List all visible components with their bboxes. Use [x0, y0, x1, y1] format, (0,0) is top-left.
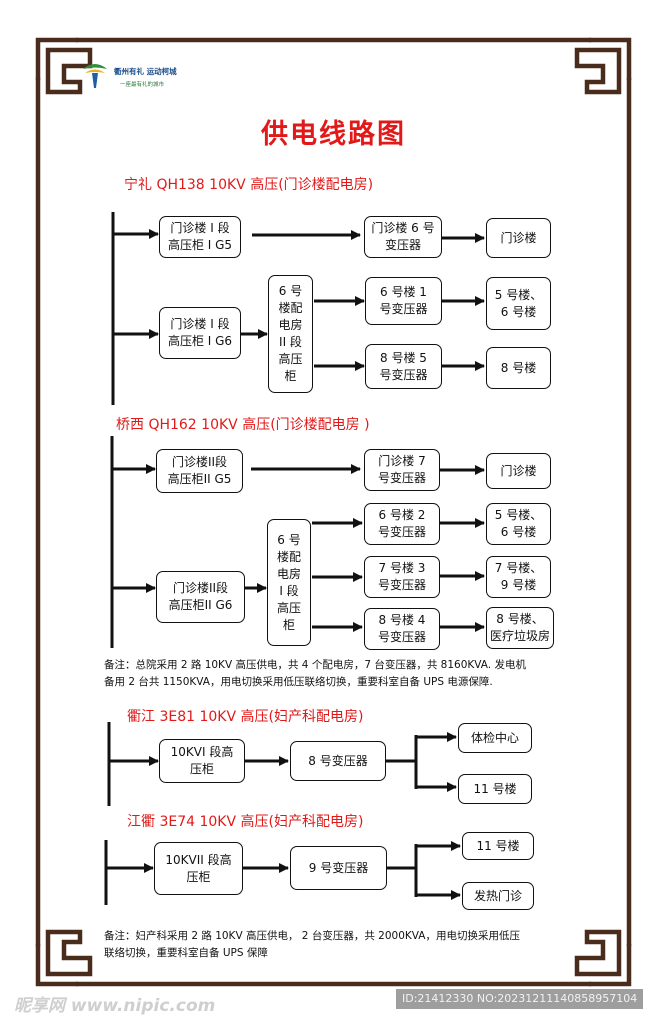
section4-heading: 江衢 3E74 10KV 高压(妇产科配电房) — [127, 814, 364, 830]
section1-room-6-ii: 6 号 楼配 电房 II 段 高压 柜 — [268, 275, 313, 393]
section3-transformer-8: 8 号变压器 — [290, 741, 386, 781]
note-maternity: 备注：妇产科采用 2 路 10KV 高压供电， 2 台变压器，共 2000KVA… — [104, 930, 520, 959]
section2-cabinet-g5: 门诊楼II段 高压柜II G5 — [156, 449, 243, 493]
logo-name: 衢州有礼 运动柯城 — [114, 67, 177, 76]
section1-dest-clinic: 门诊楼 — [486, 218, 551, 258]
logo-slogan: 一座最有礼的城市 — [120, 82, 165, 88]
section2-cabinet-g6: 门诊楼II段 高压柜II G6 — [156, 571, 245, 623]
section1-transformer-6: 门诊楼 6 号 变压器 — [364, 216, 442, 258]
section2-room-6-i: 6 号 楼配 电房 I 段 高压 柜 — [267, 519, 311, 646]
section2-dest-clinic: 门诊楼 — [486, 453, 551, 489]
section2-transformer-7: 门诊楼 7 号变压器 — [364, 449, 440, 491]
section2-transformer-4: 8 号楼 4 号变压器 — [364, 608, 440, 650]
logo: 衢州有礼 运动柯城 一座最有礼的城市 — [80, 58, 190, 94]
section1-transformer-1: 6 号楼 1 号变压器 — [365, 277, 442, 325]
section1-transformer-5: 8 号楼 5 号变压器 — [365, 344, 442, 389]
section1-cabinet-g5: 门诊楼 I 段 高压柜 I G5 — [159, 216, 241, 258]
corner-knot-ornament — [35, 37, 93, 95]
section4-dest-fever-clinic: 发热门诊 — [462, 882, 534, 910]
watermark-site: 昵享网 www.nipic.com — [14, 996, 216, 1016]
page-title: 供电线路图 — [261, 119, 406, 150]
section2-heading: 桥西 QH162 10KV 高压(门诊楼配电房 ) — [116, 417, 370, 433]
section4-cabinet-ii: 10KVII 段高 压柜 — [154, 842, 243, 895]
section2-dest-8-waste: 8 号楼、 医疗垃圾房 — [486, 607, 554, 649]
section2-dest-7-9: 7 号楼、 9 号楼 — [486, 556, 551, 598]
logo-emblem-icon — [83, 64, 107, 88]
note-hospital: 备注：总院采用 2 路 10KV 高压供电，共 4 个配电房，7 台变压器，共 … — [104, 659, 526, 688]
watermark-id: ID:21412330 NO:20231211140858957104 — [396, 989, 644, 1009]
section1-cabinet-g6: 门诊楼 I 段 高压柜 I G6 — [159, 307, 241, 359]
section3-dest-exam-center: 体检中心 — [458, 723, 532, 753]
section1-dest-5-6: 5 号楼、 6 号楼 — [486, 277, 551, 330]
section1-dest-8: 8 号楼 — [486, 347, 551, 389]
section4-transformer-9: 9 号变压器 — [290, 846, 387, 890]
section1-heading: 宁礼 QH138 10KV 高压(门诊楼配电房) — [124, 177, 374, 193]
section2-transformer-3: 7 号楼 3 号变压器 — [364, 556, 440, 598]
section2-dest-5-6: 5 号楼、 6 号楼 — [486, 503, 551, 545]
section3-dest-11: 11 号楼 — [458, 774, 532, 804]
section4-dest-11: 11 号楼 — [462, 832, 534, 860]
section3-cabinet-i: 10KVI 段高 压柜 — [159, 739, 245, 783]
section3-heading: 衢江 3E81 10KV 高压(妇产科配电房) — [127, 709, 364, 725]
section2-transformer-2: 6 号楼 2 号变压器 — [364, 503, 440, 545]
